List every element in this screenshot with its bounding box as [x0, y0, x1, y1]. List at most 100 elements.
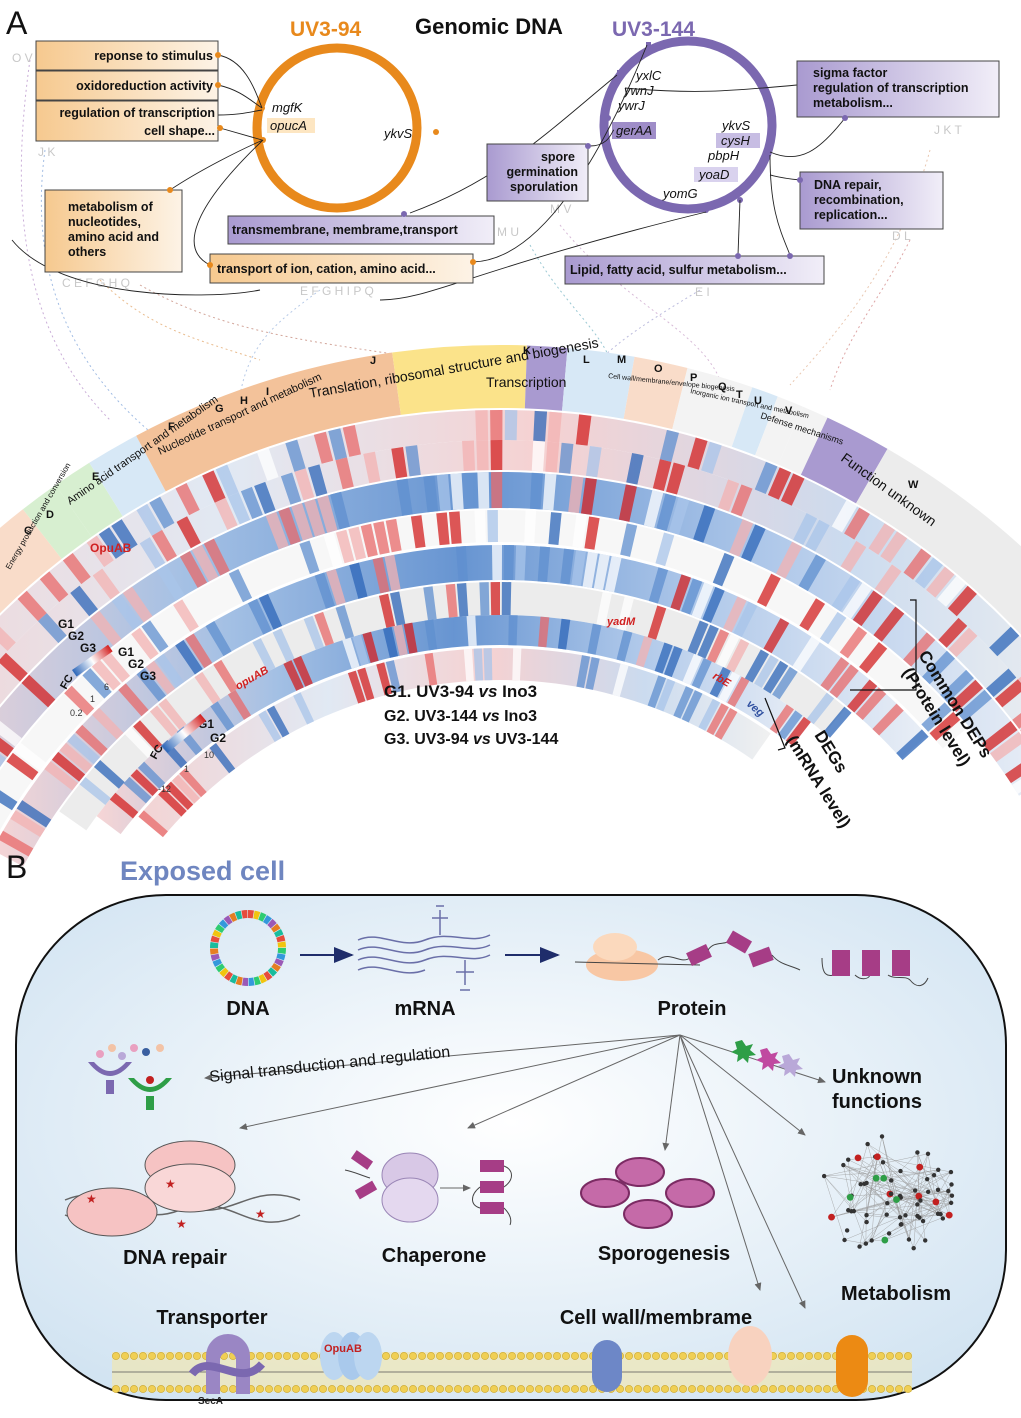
network-node — [945, 1211, 953, 1219]
network-edge — [853, 1211, 867, 1244]
svg-text:G2: G2 — [128, 657, 144, 671]
heat-cell — [576, 655, 591, 689]
lipid-head — [328, 1385, 336, 1393]
svg-text:sporulation: sporulation — [510, 180, 578, 194]
network-node — [857, 1244, 862, 1249]
network-node — [915, 1192, 923, 1200]
gene-ywnj: ywnJ — [623, 83, 654, 98]
svg-text:G3: G3 — [80, 641, 96, 655]
lipid-head — [571, 1385, 579, 1393]
lipid-head — [490, 1352, 498, 1360]
heat-cell — [348, 526, 367, 561]
mrna-icon — [357, 905, 491, 991]
membrane-protein-blue — [592, 1340, 622, 1392]
heat-cell — [363, 451, 381, 484]
network-edge — [859, 1214, 887, 1247]
heat-cell — [93, 760, 125, 789]
heat-cell — [228, 568, 253, 603]
heat-cell — [240, 486, 263, 520]
heat-cell — [382, 626, 399, 658]
network-edge — [864, 1183, 888, 1204]
heat-cell — [254, 481, 276, 514]
heat-cell — [656, 678, 676, 712]
lipid-head — [157, 1385, 165, 1393]
label-metabolism: Metabolism — [841, 1283, 951, 1305]
lipid-head — [265, 1385, 273, 1393]
lipid-head — [562, 1352, 570, 1360]
svg-text:metabolism...: metabolism... — [813, 96, 893, 110]
heat-cell — [203, 538, 230, 576]
heat-cell — [0, 737, 14, 757]
network-edge — [866, 1193, 892, 1223]
svg-text:others: others — [68, 245, 106, 259]
lipid-head — [796, 1385, 804, 1393]
network-node — [949, 1193, 955, 1198]
network-edge — [900, 1152, 918, 1172]
network-node — [858, 1182, 863, 1187]
lipid-head — [175, 1385, 183, 1393]
svg-text:G1: G1 — [118, 645, 134, 659]
row-labels-protein-1: G1 G2 G3 — [58, 617, 96, 655]
heat-cell — [37, 613, 67, 644]
lipid-head — [427, 1385, 435, 1393]
faint-connectors — [20, 59, 931, 441]
heat-cell — [921, 702, 952, 732]
lipid-head — [400, 1352, 408, 1360]
network-node — [949, 1182, 954, 1187]
heat-cell — [155, 653, 185, 688]
heat-cell — [515, 545, 527, 581]
heat-cell — [136, 668, 167, 702]
heat-cell — [75, 724, 108, 756]
lipid-head — [535, 1385, 543, 1393]
heat-cell — [1004, 763, 1021, 784]
heat-cell — [568, 476, 584, 514]
network-edge — [853, 1199, 897, 1212]
heat-cell — [64, 685, 95, 716]
heat-cell — [462, 440, 476, 472]
network-node — [936, 1167, 941, 1172]
arc-seg-w — [856, 448, 1021, 635]
box-response-stimulus: reponse to stimulus — [35, 40, 221, 71]
svg-text:★: ★ — [86, 1192, 97, 1206]
network-edge — [843, 1164, 877, 1179]
network-edge — [851, 1197, 901, 1212]
network-edge — [877, 1156, 910, 1240]
heat-cell — [756, 573, 781, 607]
network-edge — [889, 1169, 939, 1195]
lipid-head — [877, 1352, 885, 1360]
svg-text:O: O — [654, 363, 663, 375]
svg-text:6: 6 — [104, 682, 109, 692]
lipid-head — [814, 1352, 822, 1360]
heat-cell — [396, 478, 413, 516]
network-edge — [843, 1165, 851, 1198]
lipid-head — [895, 1385, 903, 1393]
lipid-head — [904, 1352, 912, 1360]
heat-cell — [372, 557, 390, 594]
gene-yadm: yadM — [606, 616, 636, 628]
dna-ring-segment — [277, 941, 286, 948]
network-node — [821, 1173, 827, 1179]
network-edge — [917, 1200, 921, 1216]
network-edge — [844, 1239, 866, 1244]
network-edge — [881, 1136, 910, 1240]
heat-cell — [529, 472, 543, 510]
dna-ring-segment — [258, 912, 267, 922]
network-node — [923, 1238, 928, 1243]
heat-cell — [101, 651, 131, 683]
lipid-head — [895, 1352, 903, 1360]
svg-text:P: P — [690, 372, 697, 384]
lipid-head — [877, 1385, 885, 1393]
heat-cell — [593, 553, 610, 590]
dna-ring-segment — [215, 963, 226, 973]
gene-ykvs-144: ykvS — [721, 118, 751, 133]
heat-cell — [785, 716, 811, 746]
heat-cell — [385, 518, 402, 553]
heat-band-3 — [0, 472, 1021, 796]
label-seca: SecA — [198, 1396, 223, 1407]
network-node — [844, 1228, 850, 1233]
heat-cell — [947, 585, 977, 617]
lipid-head — [121, 1385, 129, 1393]
gene-cysh: cysH — [721, 133, 751, 148]
network-edge — [851, 1190, 949, 1196]
